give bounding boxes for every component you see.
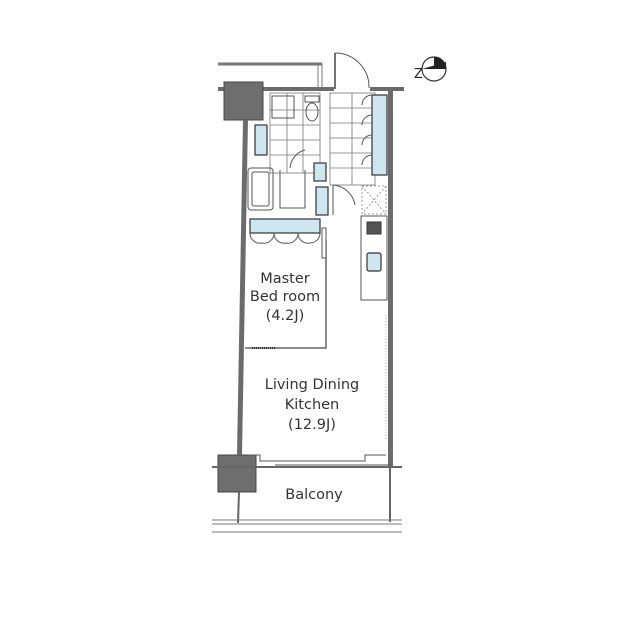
ldk-label-line1: Living Dining [265,377,360,393]
bedroom-label-line2: Bed room [250,289,320,305]
toilet-icon [305,102,319,122]
bedroom-label-line1: Master [260,271,310,287]
corridor-post [317,63,323,91]
washing-machine [271,95,295,119]
bedroom-closet [249,218,321,234]
compass-letter: Z [414,67,423,82]
storage-box-2 [315,186,329,216]
wash-door-swing[interactable] [289,149,306,169]
shoe-closet [371,94,388,176]
ldk-label-line2: Kitchen [285,397,340,413]
ldk-window-ledge [248,454,386,462]
kitchen-sink [366,252,382,272]
bath-door[interactable] [279,170,306,209]
stove-icon [366,221,382,235]
storage-box-1 [313,162,327,182]
left-wall [237,120,248,455]
bedroom-size: (4.2J) [266,308,305,324]
top-wall-right [370,87,404,91]
entrance-door[interactable] [334,52,370,89]
compass-icon [421,56,447,82]
column-top [223,81,264,121]
ldk-size: (12.9J) [288,417,336,433]
wash-basin [254,124,268,156]
bedroom-sliding-door[interactable] [321,227,327,259]
kitchen-counter [360,215,388,301]
shoe-closet-doors[interactable] [361,94,373,166]
bathtub-inner [251,171,270,207]
bathtub [247,167,274,211]
toilet-tank [304,95,320,103]
refrigerator-space [361,185,387,215]
balcony-label: Balcony [285,487,343,503]
hall-door[interactable] [332,184,356,215]
closet-doors[interactable] [249,232,321,244]
top-wall-left [218,87,334,91]
wet-area-grid [269,92,376,186]
left-wall-balcony [237,491,240,524]
column-bottom [217,454,257,493]
right-wall [388,91,393,468]
